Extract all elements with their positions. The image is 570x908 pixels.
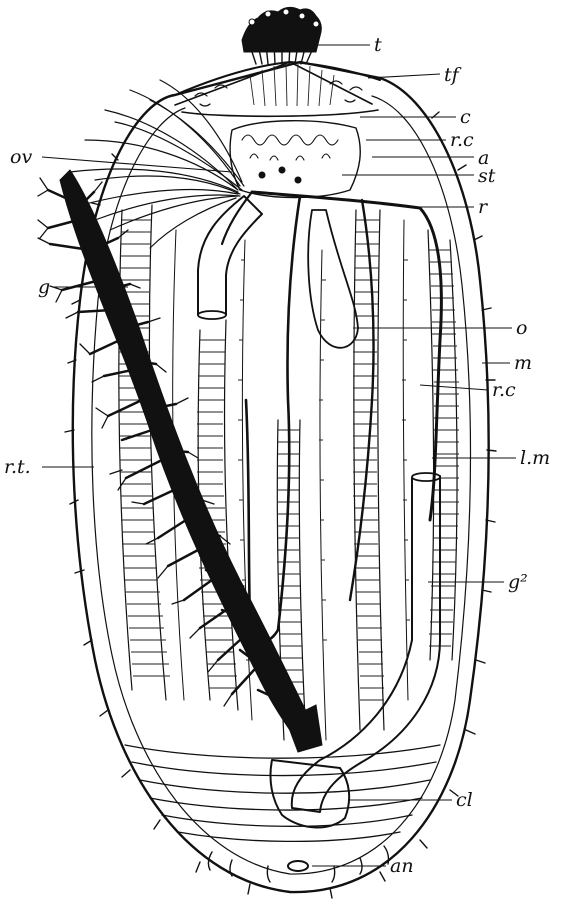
polian-vesicle (308, 210, 358, 348)
tentacle-collar (175, 62, 380, 116)
label-cl: cl (456, 789, 473, 811)
label-c: c (460, 106, 471, 128)
respiratory-tree (38, 170, 318, 745)
label-rt: r.t. (4, 456, 31, 478)
label-g2: g² (508, 571, 528, 593)
label-g: g (38, 276, 50, 298)
label-st: st (478, 165, 496, 187)
label-lm: l.m (520, 447, 550, 469)
label-ov: ov (10, 146, 32, 168)
label-t: t (374, 34, 382, 56)
label-tf: tf (444, 64, 462, 86)
stone-canal-ring-canal (230, 121, 360, 198)
label-m: m (514, 352, 532, 374)
label-an: an (390, 855, 414, 877)
tentacles-crown (242, 7, 321, 64)
muscle-band-right (428, 230, 459, 660)
label-rc-mid: r.c (492, 379, 516, 401)
label-o: o (516, 317, 527, 339)
label-r: r (478, 196, 489, 218)
label-rc-top: r.c (450, 129, 474, 151)
radial-vessels (222, 192, 441, 641)
muscle-band-center-right (353, 210, 384, 730)
